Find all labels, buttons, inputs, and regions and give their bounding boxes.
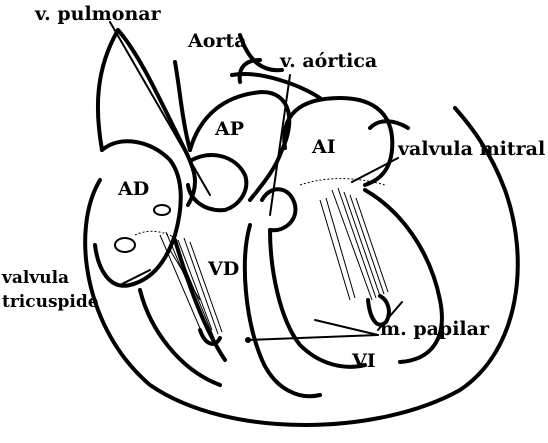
- fossa-ovalis: [115, 238, 135, 252]
- label-pulmonary-valve: v. pulmonar: [35, 5, 161, 24]
- label-aorta: Aorta: [188, 32, 247, 51]
- label-mitral-valve: valvula mitral: [398, 140, 545, 159]
- leader-papillary-1: [248, 335, 378, 340]
- label-left-atrium: AI: [312, 138, 336, 157]
- label-aortic-valve: v. aórtica: [280, 52, 377, 71]
- aortic-valve-cusp: [262, 189, 295, 230]
- tricuspid-annulus: [135, 231, 175, 238]
- septum-right-edge: [270, 230, 365, 367]
- leader-papillary-2: [315, 320, 378, 335]
- left-atrium-wall: [284, 98, 392, 185]
- label-right-ventricle: VD: [208, 260, 239, 279]
- right-ventricle-wall: [140, 290, 220, 385]
- label-tricuspid-valve-line1: valvula: [2, 270, 69, 287]
- label-pulmonary-artery: AP: [215, 120, 244, 139]
- label-left-ventricle: VI: [352, 352, 376, 371]
- label-tricuspid-valve-line2: tricuspide: [2, 294, 99, 311]
- superior-vena-cava: [98, 30, 118, 150]
- chordae-tendineae-left: [320, 188, 388, 300]
- coronary-sinus: [154, 205, 170, 215]
- label-right-atrium: AD: [118, 180, 149, 199]
- label-papillary-muscle: m. papilar: [380, 320, 489, 339]
- papillary-point: [245, 337, 251, 343]
